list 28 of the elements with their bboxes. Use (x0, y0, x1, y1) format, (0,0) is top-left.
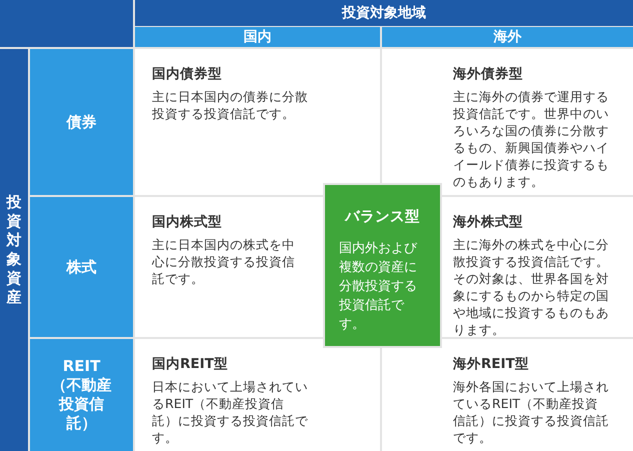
table-cell (382, 339, 633, 451)
table-cell (382, 49, 633, 195)
cell-text: 日本において上場されているREIT（不動産投資信託）に投資する投資信託です。 (152, 378, 309, 446)
cell-text: 海外各国において上場されているREIT（不動産投資信託）に投資する投資信託です。 (453, 378, 610, 446)
cell-heading: 国内REIT型 (152, 355, 228, 373)
table-cell (135, 49, 380, 195)
column-header: 国内 (135, 27, 380, 47)
box-text: 国内外および複数の資産に分散投資する投資信託です。 (339, 240, 418, 334)
cell-text: 主に日本国内の株式を中心に分散投資する投資信託です。 (152, 236, 296, 287)
box-heading: バランス型 (344, 208, 421, 226)
cell-text: 主に海外の債券で運用する投資信託です。世界中のいろいろな国の債券に分散するもの、新興国債券やハイイールド債券に投資するものもあります。 (453, 88, 610, 190)
table-cell (135, 197, 323, 337)
balance-box (323, 183, 442, 348)
table-cell (135, 339, 380, 451)
cell-heading: 海外REIT型 (453, 355, 529, 373)
column-header: 海外 (382, 27, 633, 47)
cell-heading: 海外株式型 (453, 213, 523, 231)
row-header: REIT（不動産投資信託） (30, 339, 133, 451)
row-header: 株式 (30, 197, 133, 337)
column-header: 投資対象地域 (135, 0, 633, 26)
cell-text: 主に日本国内の債券に分散投資する投資信託です。 (152, 88, 309, 122)
cell-text: 主に海外の株式を中心に分散投資する投資信託です。その対象は、世界各国を対象にするものから特定の国や地域に投資するものもあります。 (453, 236, 610, 338)
table-cell (442, 197, 633, 337)
row-header: 投資対象資産 (0, 49, 28, 451)
cell-heading: 海外債券型 (453, 65, 523, 83)
row-header: 債券 (30, 49, 133, 195)
cell-heading: 国内株式型 (152, 213, 222, 231)
cell-heading: 国内債券型 (152, 65, 222, 83)
